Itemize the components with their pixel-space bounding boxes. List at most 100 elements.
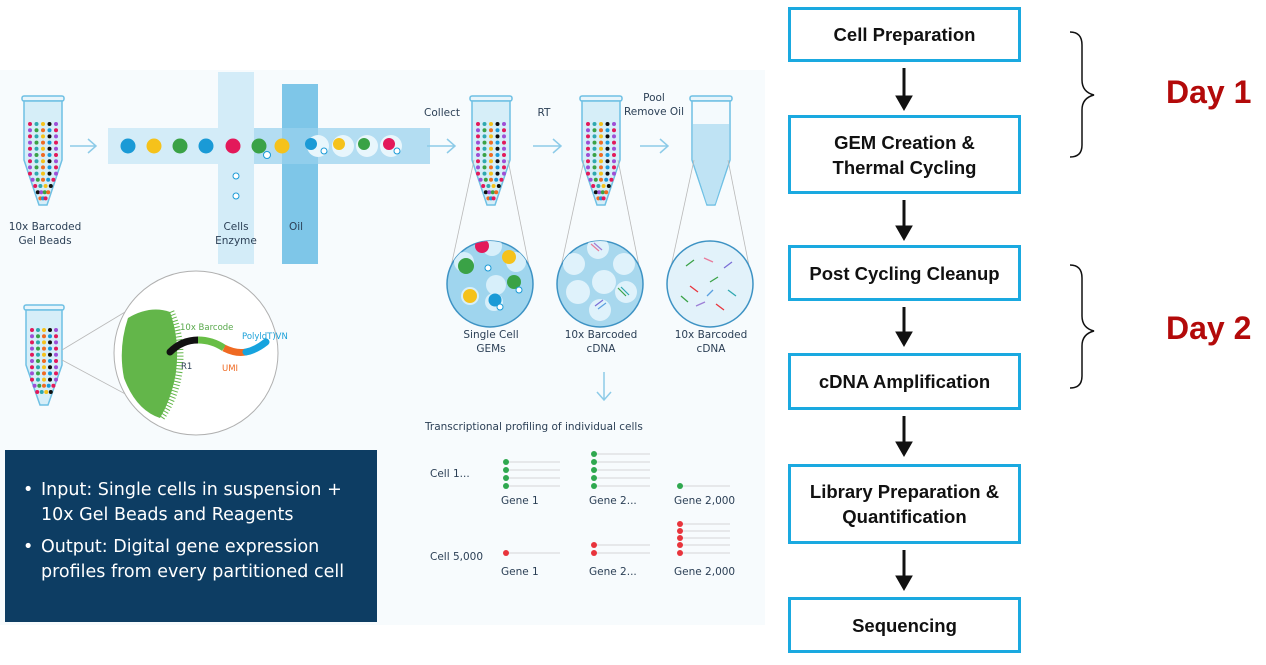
bead-dot [482, 128, 487, 133]
bead-dot [586, 165, 590, 170]
pool-label: Pool Remove Oil [623, 92, 685, 118]
barcode-label: 10x Barcode [180, 323, 234, 333]
rt-label: RT [537, 107, 551, 119]
barcoded-cdna-label-1: 10x Barcoded cDNA [564, 329, 638, 355]
bead-dot [39, 190, 44, 195]
bead-dot [30, 365, 34, 370]
bead-dot [47, 165, 52, 170]
bead-dot [476, 159, 480, 164]
bead-dot [612, 128, 616, 133]
bead-dot [28, 159, 32, 164]
bead-dot [476, 128, 480, 133]
bead-dot [586, 146, 590, 151]
bead-dot [54, 328, 58, 332]
bead-dot [54, 128, 58, 133]
bead-dot [30, 352, 34, 357]
cdna-gems-zoom-circle [556, 240, 644, 328]
bead-dot [592, 146, 597, 151]
bead-dot [36, 334, 40, 339]
bead-dot [30, 328, 34, 332]
step-cdna-amplification: cDNA Amplification [788, 353, 1021, 410]
bead-dot [41, 140, 45, 145]
bead-dot [606, 184, 611, 188]
bead-dot [28, 128, 32, 133]
bead-dot [482, 171, 487, 176]
bead-dot [41, 128, 45, 133]
bead-dot [593, 177, 598, 182]
bead-dot [42, 334, 46, 339]
gel-beads-label: 10x Barcoded Gel Beads [8, 221, 82, 247]
bead-dot [34, 140, 39, 145]
bead-dot [502, 165, 506, 170]
bead-dot [605, 165, 610, 170]
bead-dot [54, 153, 58, 157]
gene-1-label: Gene 1 [501, 495, 539, 507]
pooled-tube [689, 95, 733, 206]
bead-dot [483, 177, 488, 182]
bead-dot [48, 371, 52, 376]
bead-dot [586, 159, 590, 164]
bead-dot [489, 128, 493, 133]
bead-dot [39, 390, 44, 394]
summary-item-output: •Output: Digital gene expression profile… [23, 537, 345, 582]
bead-dot [28, 122, 32, 126]
bead-dot [605, 146, 610, 151]
bead-dot [47, 128, 52, 133]
bead-dot [36, 352, 40, 357]
bead-dot [47, 134, 52, 139]
bead-dot [54, 122, 58, 126]
bead-dot [495, 171, 500, 176]
bead-dot [51, 383, 56, 388]
bead-dot [599, 140, 603, 145]
bead-dot [54, 146, 58, 151]
bead-dot [48, 346, 52, 351]
bead-dot [36, 371, 40, 376]
bead-dot [612, 134, 616, 139]
bead-dot [592, 134, 597, 139]
bead-dot [605, 153, 610, 157]
bead-dot [495, 153, 500, 157]
step-post-cycling-cleanup: Post Cycling Cleanup [788, 245, 1021, 301]
bead-dot [54, 159, 58, 164]
gene-2-label: Gene 2... [589, 495, 637, 507]
bead-dot [42, 328, 46, 332]
bead-dot [495, 128, 500, 133]
bead-dot [42, 383, 46, 388]
bead-dot [605, 128, 610, 133]
bead-dot [34, 153, 39, 157]
bead-dot [41, 177, 45, 182]
bead-dot [499, 177, 504, 182]
bead-dot [30, 377, 34, 382]
bead-dot [35, 177, 40, 182]
day-2-label: Day 2 [1166, 310, 1252, 346]
bead-dot [30, 334, 34, 339]
cell-5000-label: Cell 5,000 [430, 551, 484, 563]
bead-dot [612, 146, 616, 151]
bead-dot [601, 184, 606, 188]
bead-dot [502, 134, 506, 139]
pooled-cdna-zoom-circle [666, 240, 754, 328]
r1-label: R1 [181, 362, 193, 372]
bead-dot [586, 171, 590, 176]
bead-dot [42, 365, 46, 370]
zoom-lines [448, 159, 752, 277]
bead-dot [28, 146, 32, 151]
bead-dot [502, 140, 506, 145]
bead-dot [41, 159, 45, 164]
bead-dot [54, 140, 58, 145]
bead-dot [30, 371, 34, 376]
bead-dot [612, 171, 616, 176]
barcoded-cdna-label-2: 10x Barcoded cDNA [674, 329, 748, 355]
bead-dot [599, 165, 603, 170]
bead-dot [612, 159, 616, 164]
bead-dot [30, 346, 34, 351]
flow-arrows [70, 138, 670, 402]
gel-beads-tube [21, 95, 65, 206]
step-library-preparation: Library Preparation & Quantification [788, 464, 1021, 544]
bead-dot [489, 146, 493, 151]
profiling-title: Transcriptional profiling of individual … [425, 421, 643, 433]
bead-dot [483, 190, 488, 195]
summary-list: •Input: Single cells in suspension + 10x… [23, 478, 377, 592]
bead-dot [489, 134, 493, 139]
bead-dot [476, 140, 480, 145]
